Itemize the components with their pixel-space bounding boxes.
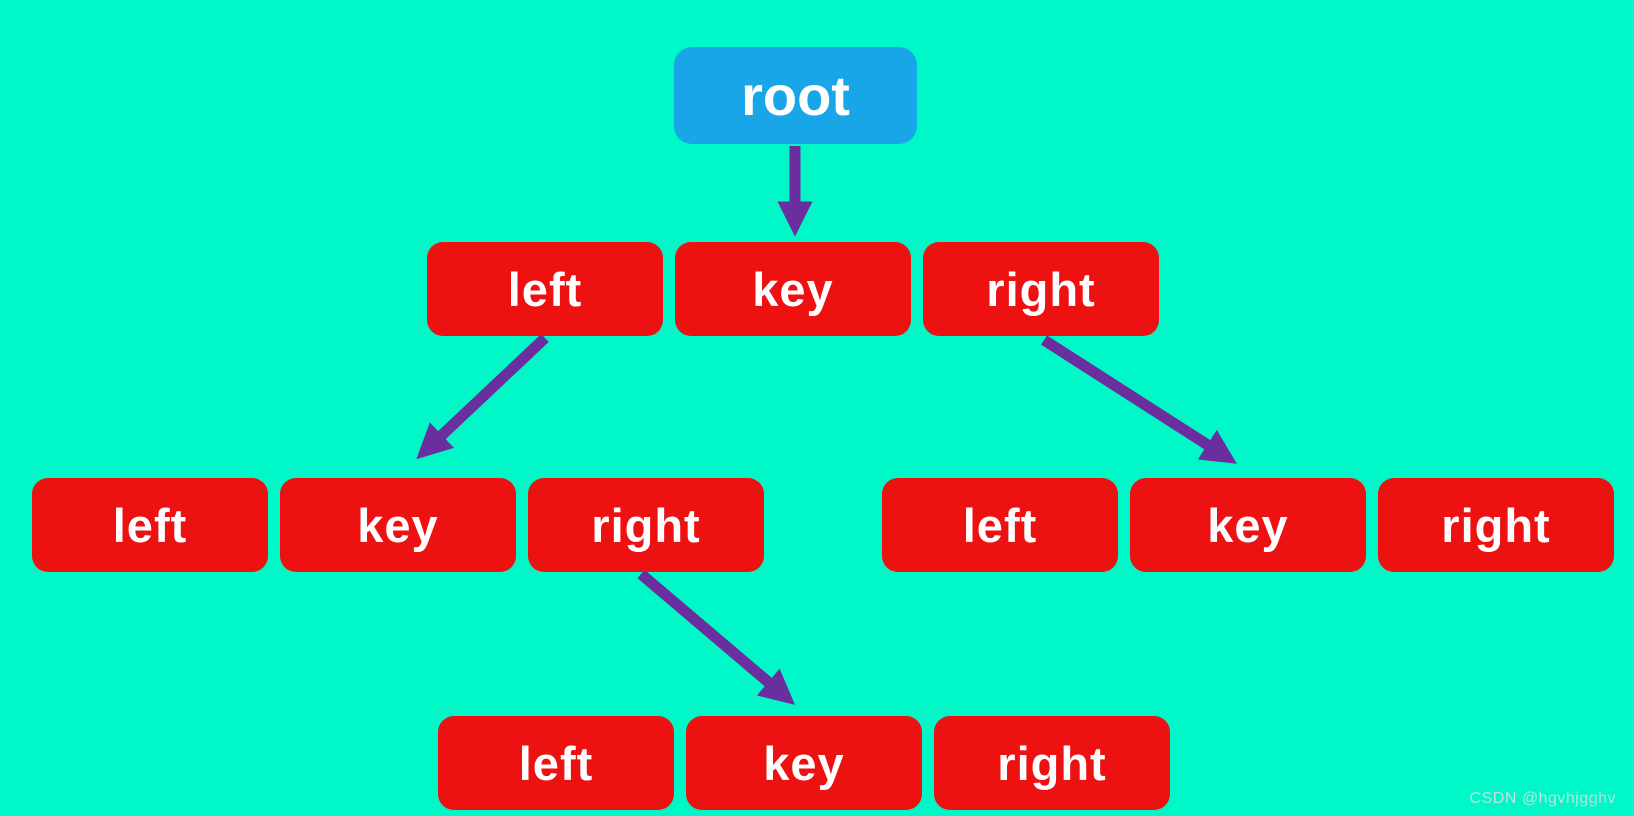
node-cell-right: right	[923, 242, 1159, 336]
node-cell-left: left	[427, 242, 663, 336]
node-cell-left: left	[32, 478, 268, 572]
edge-right-to-left-right-subtree-key	[637, 569, 796, 705]
node-cell-left: left	[882, 478, 1118, 572]
node-cell-key: key	[675, 242, 911, 336]
node-cell-left: left	[438, 716, 674, 810]
node-cell-key: key	[280, 478, 516, 572]
node-group-right-subtree: left key right	[882, 478, 1614, 572]
root-node-label: root	[741, 64, 850, 127]
node-group-left-right-subtree: left key right	[438, 716, 1170, 810]
node-cell-right: right	[934, 716, 1170, 810]
node-group-left-subtree: left key right	[32, 478, 764, 572]
node-cell-key: key	[1130, 478, 1366, 572]
edge-right-to-right-subtree-key	[1041, 335, 1237, 464]
watermark-text: CSDN @hgvhjgghv	[1469, 790, 1616, 807]
node-cell-right: right	[528, 478, 764, 572]
node-cell-right: right	[1378, 478, 1614, 572]
edge-left-to-left-subtree-key	[416, 333, 549, 460]
node-group-root-children: left key right	[427, 242, 1159, 336]
node-cell-key: key	[686, 716, 922, 810]
root-node: root	[674, 47, 917, 144]
